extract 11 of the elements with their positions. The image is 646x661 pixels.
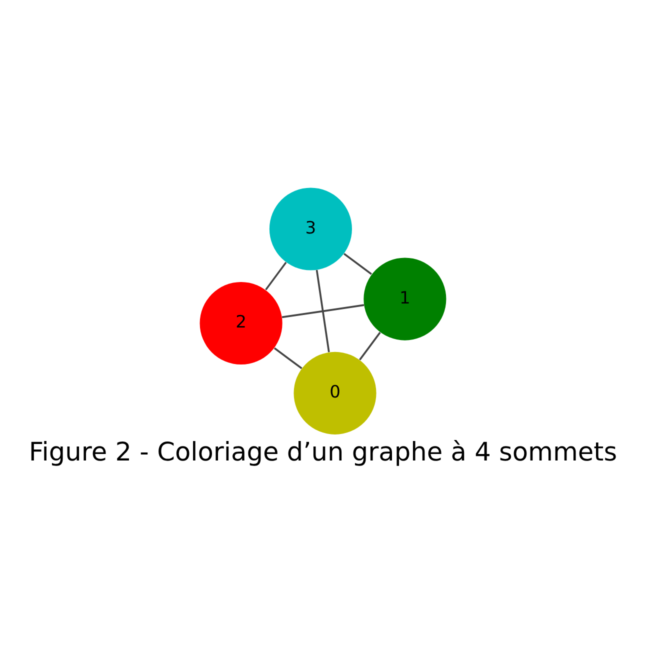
connector (316, 269, 330, 352)
connector (274, 346, 302, 369)
connector (282, 304, 364, 318)
node-circle: 0 (294, 351, 376, 434)
node-circle: 2 (200, 282, 282, 364)
connector (265, 261, 287, 290)
connector (359, 331, 381, 360)
caption: Figure 2 - Coloriage d’un graphe à 4 sommets (28, 437, 618, 468)
node-circle: 3 (269, 187, 352, 270)
node-circle: 1 (364, 257, 446, 340)
connector (344, 252, 372, 274)
